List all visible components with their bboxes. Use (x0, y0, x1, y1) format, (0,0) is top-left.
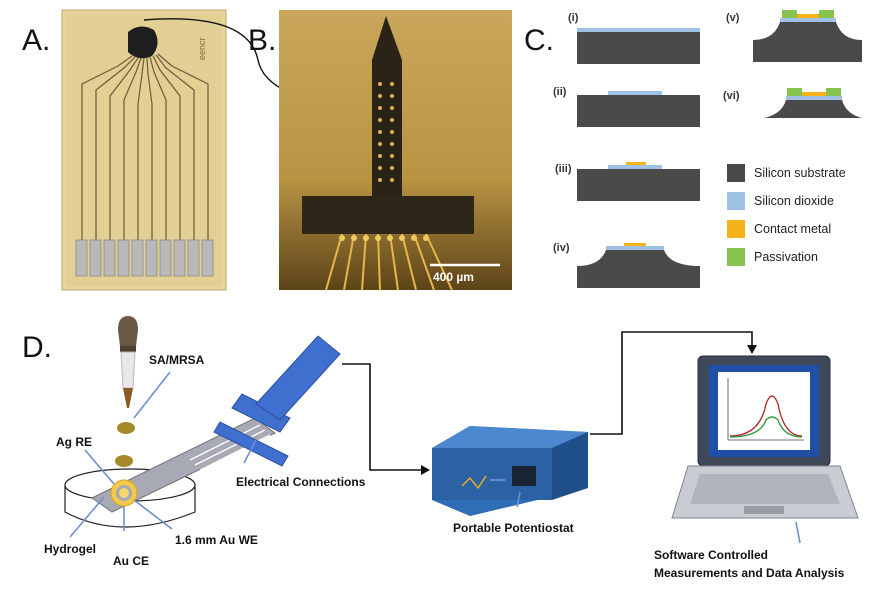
software-label-line2: Measurements and Data Analysis (654, 566, 845, 580)
potentiostat-icon (432, 426, 588, 516)
step-label-iii: (iii) (555, 163, 572, 175)
panel-label-d: D. (22, 331, 52, 364)
legend-swatch-passivation (727, 248, 745, 266)
electrical-connections-label: Electrical Connections (236, 475, 366, 489)
step-label-i: (i) (568, 12, 579, 24)
scale-bar-label: 400 µm (433, 270, 474, 284)
panel-label-a: A. (22, 24, 51, 57)
counter-electrode-label: Au CE (113, 554, 149, 568)
legend-swatch-contact-metal (727, 220, 745, 238)
software-label-line1: Software Controlled (654, 548, 769, 562)
legend-silicon-dioxide: Silicon dioxide (754, 194, 834, 208)
hydrogel-label: Hydrogel (44, 542, 97, 556)
legend-passivation: Passivation (754, 250, 818, 264)
sample-label: SA/MRSA (149, 353, 205, 367)
working-electrode-label: 1.6 mm Au WE (175, 533, 258, 547)
chip-marking: eencr (197, 37, 207, 60)
dropper-icon (118, 316, 138, 408)
step-label-v: (v) (726, 12, 740, 24)
potentiostat-label: Portable Potentiostat (453, 521, 574, 535)
laptop-icon (671, 355, 859, 519)
step-label-ii: (ii) (553, 86, 567, 98)
legend-swatch-silicon-dioxide (727, 192, 745, 210)
step-label-iv: (iv) (553, 242, 570, 254)
step-label-vi: (vi) (723, 90, 740, 102)
panel-label-c: C. (524, 24, 554, 57)
legend-swatch-silicon-substrate (727, 164, 745, 182)
reference-electrode-label: Ag RE (56, 435, 92, 449)
legend-silicon-substrate: Silicon substrate (754, 166, 846, 180)
panel-label-b: B. (248, 24, 277, 57)
legend-contact-metal: Contact metal (754, 222, 832, 236)
